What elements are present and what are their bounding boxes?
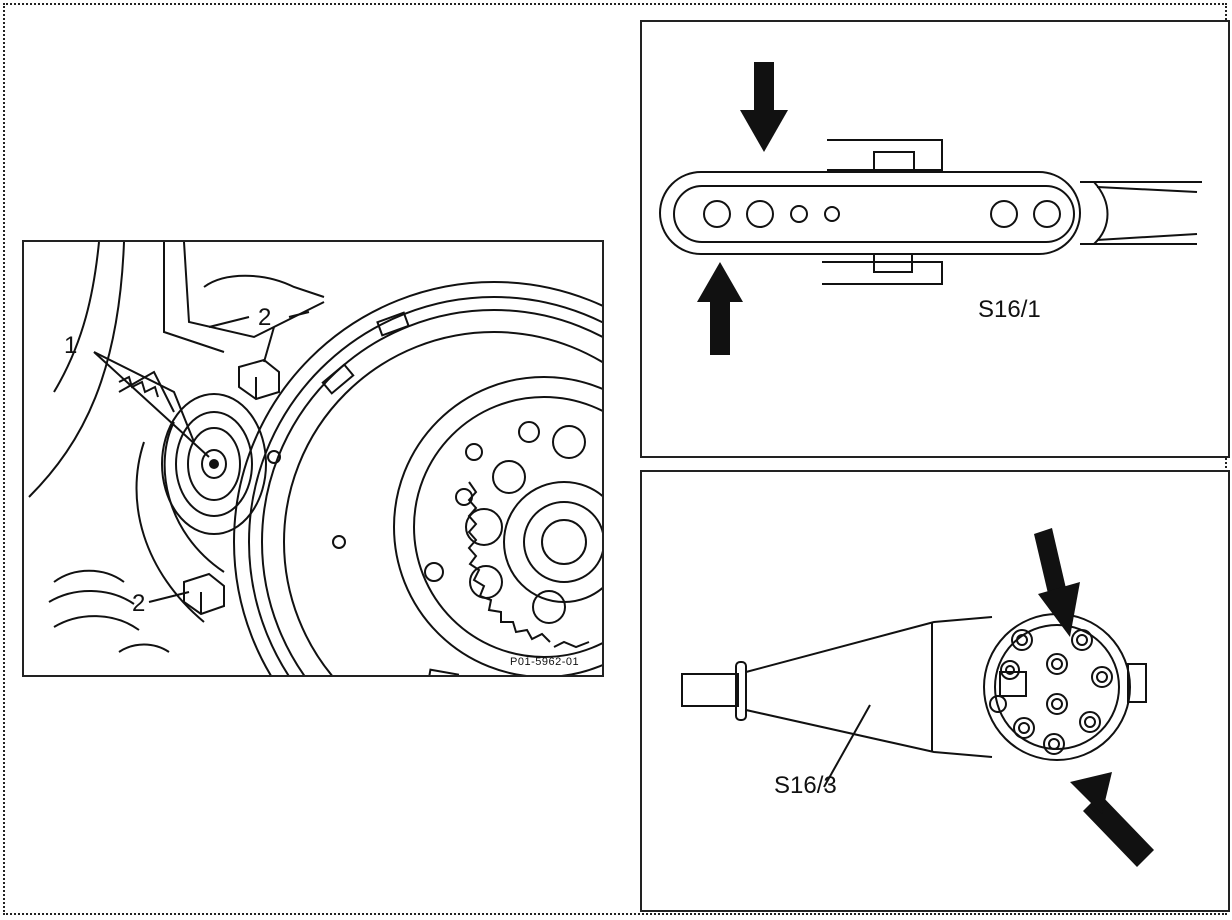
connector-s16-1-panel: S16/1 [640, 20, 1230, 458]
connector-s16-3-panel: S16/3 [640, 470, 1230, 912]
label-s16-3: S16/3 [774, 772, 837, 799]
engine-detail-panel: 1 2 2 P01-5962-01 [22, 240, 604, 677]
connector-s16-1-drawing [659, 62, 1202, 355]
engine-detail-drawing [28, 242, 602, 675]
callout-2-top: 2 [258, 304, 272, 331]
figure-code: P01-5962-01 [510, 656, 580, 668]
arrow-down-icon [1034, 528, 1080, 637]
label-s16-1: S16/1 [978, 296, 1041, 323]
arrow-up-icon [697, 262, 743, 355]
page-frame [3, 3, 1227, 915]
callout-2-bottom: 2 [132, 590, 146, 617]
arrow-up-left-icon [1070, 772, 1154, 867]
callout-1: 1 [64, 332, 78, 359]
connector-s16-3-drawing [681, 528, 1154, 867]
arrow-down-icon [740, 62, 788, 152]
connector-pins [989, 629, 1113, 755]
